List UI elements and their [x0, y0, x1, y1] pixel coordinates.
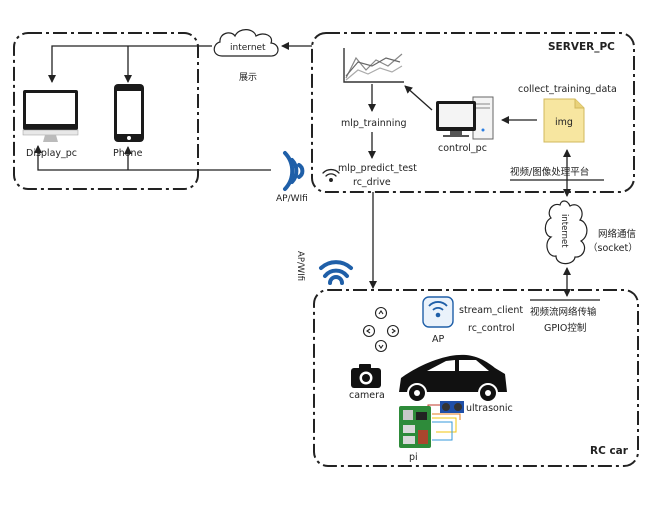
camera-icon	[351, 364, 381, 388]
wifi-icon	[283, 151, 305, 191]
cloud-icon	[213, 29, 279, 57]
direction-pad-icon	[362, 306, 400, 353]
pi-label: pi	[409, 452, 418, 463]
server-group-box	[311, 32, 635, 193]
collect-data-label: collect_training_data	[518, 84, 617, 95]
internet-top-label: internet	[230, 43, 266, 53]
gpio-label: GPIO控制	[544, 322, 586, 334]
wifi-small-icon	[322, 168, 340, 182]
edge-internet-displays	[48, 45, 198, 83]
ap-wifi-top-label: AP/WIfi	[276, 194, 308, 204]
client-group-box	[13, 32, 199, 190]
server-group-title: SERVER_PC	[548, 41, 615, 53]
ultrasonic-label: ultrasonic	[466, 403, 513, 414]
internet-right-label: internet	[559, 214, 569, 248]
wifi-icon-car	[319, 260, 353, 285]
cloud-icon-right	[544, 200, 588, 265]
socket-label: （socket）	[588, 242, 638, 254]
smartphone-icon	[114, 84, 144, 142]
stream-client-label: stream_client	[459, 305, 523, 316]
ap-router-icon	[422, 296, 454, 328]
mlp-training-label: mlp_trainning	[341, 118, 407, 129]
img-label: img	[555, 117, 573, 128]
edge-wifi-display	[34, 145, 271, 171]
video-stream-label: 视频流网络传输	[530, 306, 597, 318]
desktop-computer-icon	[436, 96, 494, 140]
raspberry-pi-icon	[399, 406, 431, 448]
monitor-icon	[22, 90, 79, 142]
line-chart-icon	[343, 48, 404, 83]
ultrasonic-sensor-icon	[440, 401, 464, 413]
display-pc-label: Display_pc	[26, 148, 77, 159]
car-icon	[399, 354, 507, 403]
ap-wifi-vertical-label: AP/WIfi	[295, 251, 305, 281]
document-icon	[543, 98, 585, 143]
network-comm-label: 网络通信	[598, 228, 636, 240]
control-pc-label: control_pc	[438, 143, 487, 154]
car-group-box	[313, 289, 639, 467]
rc-control-label: rc_control	[468, 323, 515, 334]
platform-label: 视频/图像处理平台	[510, 166, 589, 178]
phone-label: Phone	[113, 148, 143, 159]
car-group-title: RC car	[590, 445, 629, 457]
mlp-predict-label: mlp_predict_test	[338, 163, 417, 174]
ap-label: AP	[432, 334, 444, 345]
internet-top-sub: 展示	[239, 72, 257, 83]
rc-drive-label: rc_drive	[353, 177, 391, 188]
edge-controlpc-chart	[404, 85, 433, 111]
camera-label: camera	[349, 390, 385, 401]
